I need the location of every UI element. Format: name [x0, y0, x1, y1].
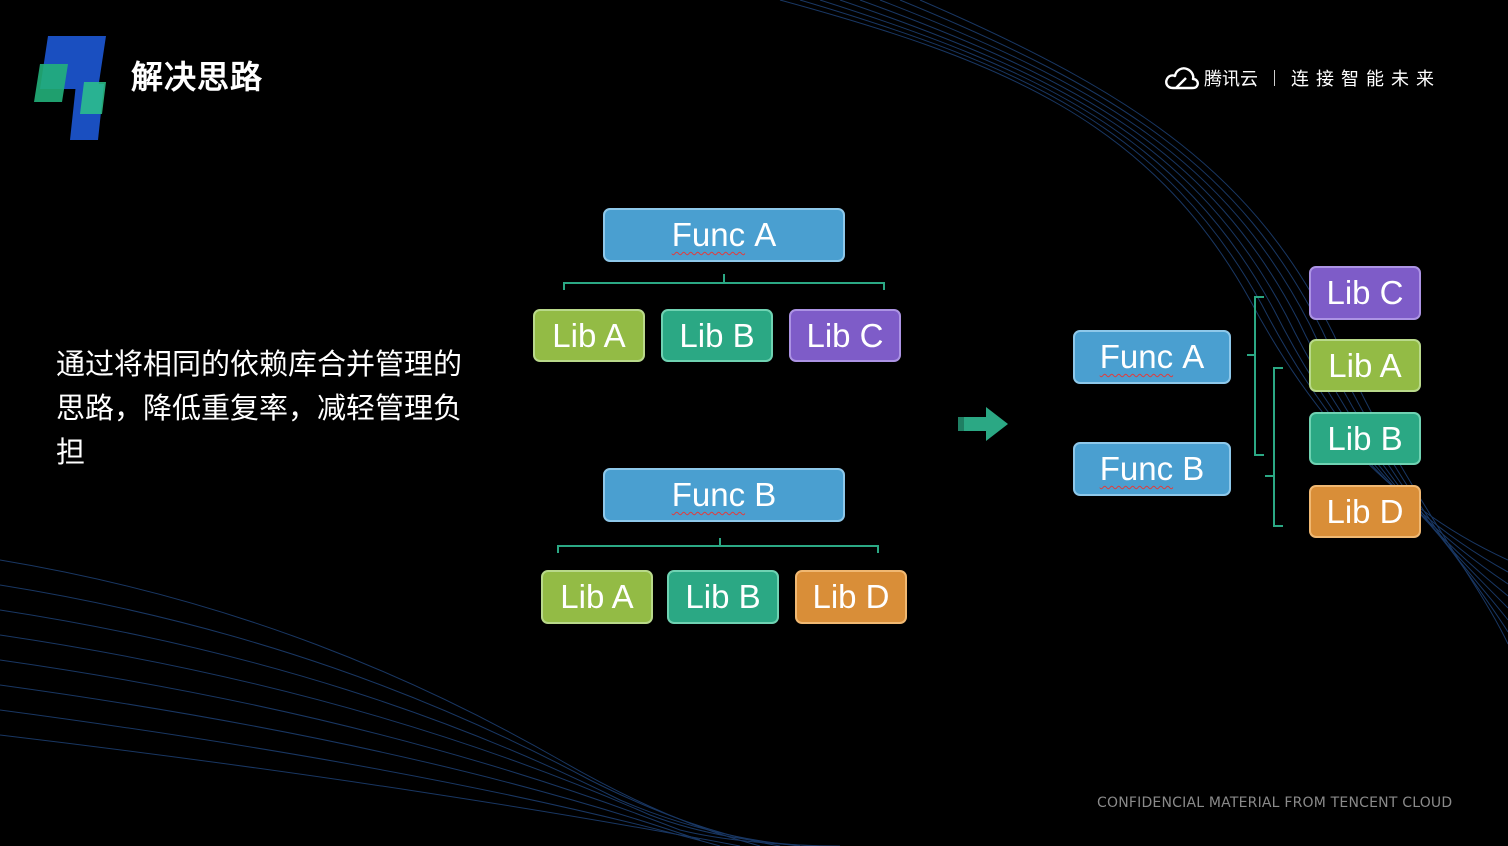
cloud-icon [1165, 67, 1199, 90]
brand-slogan: 连接智能未来 [1291, 69, 1441, 90]
right-arrow-icon [958, 407, 1008, 441]
func-a-id: A [754, 216, 777, 253]
brand-divider [1274, 70, 1275, 86]
page-title: 解决思路 [131, 58, 264, 96]
merged-func-a-word: Func [1099, 338, 1174, 375]
merged-func-b-id: B [1182, 450, 1205, 487]
func-b-word: Func [671, 476, 746, 513]
merged-lib-d-box: Lib D [1309, 485, 1421, 538]
confidential-footer: CONFIDENCIAL MATERIAL FROM TENCENT CLOUD [1097, 795, 1453, 811]
merged-func-b-box: Func B [1073, 442, 1231, 496]
lib-c-box: Lib C [789, 309, 901, 362]
merged-lib-b-box: Lib B [1309, 412, 1421, 465]
merged-lib-a-box: Lib A [1309, 339, 1421, 392]
merged-func-a-id: A [1182, 338, 1205, 375]
merged-func-b-word: Func [1099, 450, 1174, 487]
func-b-box: Func B [603, 468, 845, 522]
func-a-word: Func [671, 216, 746, 253]
logo-icon [34, 36, 106, 140]
lib-a-box: Lib A [533, 309, 645, 362]
lib-b-box: Lib B [661, 309, 773, 362]
lib-d-box: Lib D [795, 570, 907, 624]
lib-b-box: Lib B [667, 570, 779, 624]
description-text: 通过将相同的依赖库合并管理的思路，降低重复率，减轻管理负担 [56, 347, 463, 469]
merged-func-a-box: Func A [1073, 330, 1231, 384]
lib-a-box: Lib A [541, 570, 653, 624]
merged-lib-c-box: Lib C [1309, 266, 1421, 320]
brand-name: 腾讯云 [1204, 69, 1258, 90]
brand: 腾讯云 连接智能未来 [1164, 62, 1441, 94]
func-a-box: Func A [603, 208, 845, 262]
func-b-id: B [754, 476, 777, 513]
